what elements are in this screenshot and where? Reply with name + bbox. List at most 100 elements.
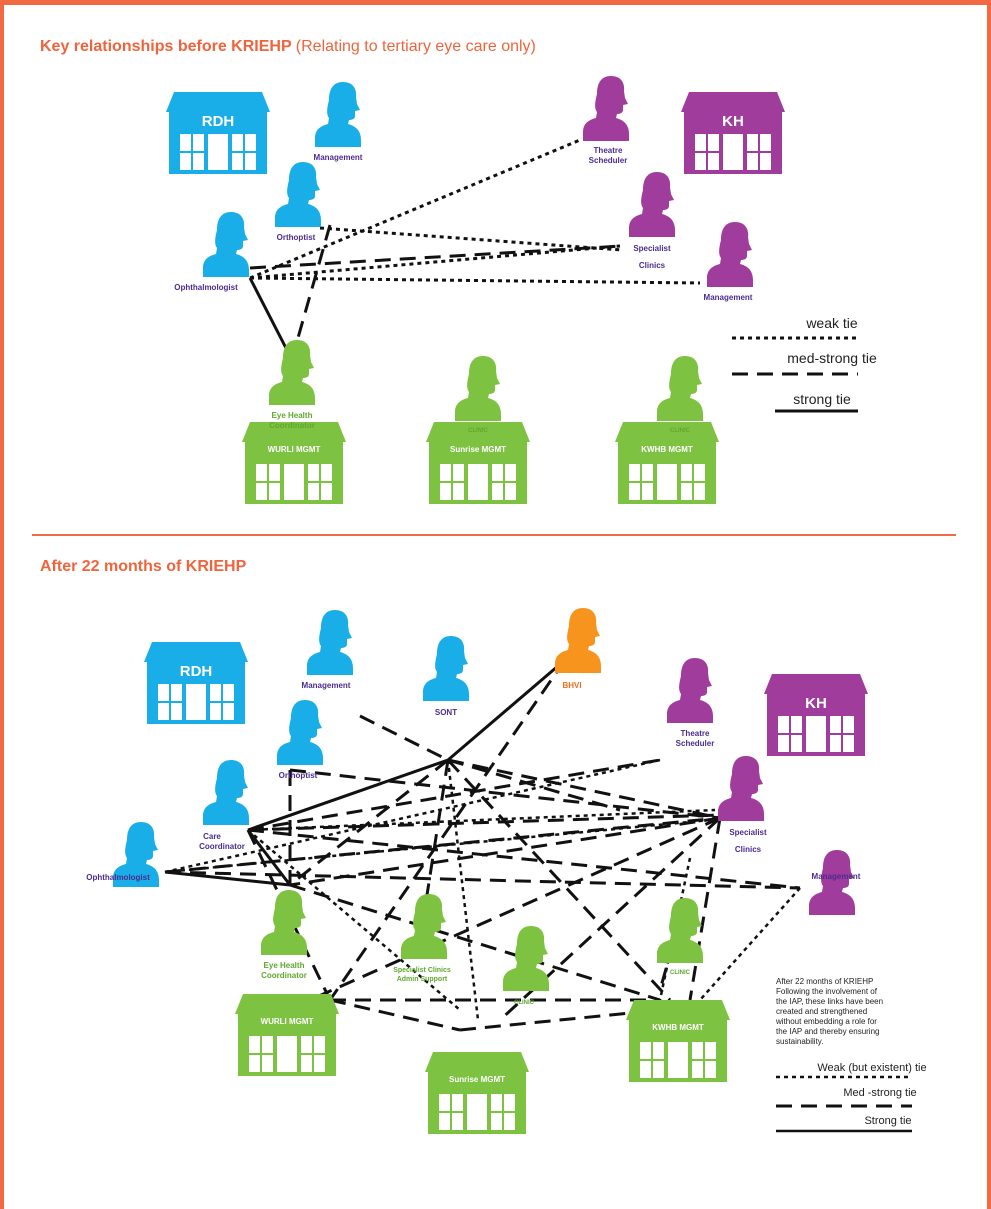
after-legend: Weak (but existent) tie Med -strong tie … — [776, 1062, 927, 1133]
before-strong-ties — [248, 277, 290, 353]
svg-text:without embedding a role for: without embedding a role for — [775, 1017, 877, 1026]
after-ties — [164, 658, 801, 1032]
management-kh-person — [809, 850, 855, 915]
management-kh-label: Management — [812, 872, 861, 881]
orthoptist-person — [277, 700, 323, 765]
clinics-label: Clinics — [735, 845, 762, 854]
clinic-a-person — [503, 926, 549, 991]
after-note: After 22 months of KRIEHP Following the … — [775, 977, 883, 1046]
before-heading: Key relationships before KRIEHP (Relatin… — [40, 38, 536, 55]
svg-text:KH: KH — [722, 113, 744, 130]
before-med-ties — [249, 224, 623, 353]
legend-med-label: Med -strong tie — [843, 1087, 916, 1099]
svg-text:KWHB MGMT: KWHB MGMT — [641, 445, 693, 454]
kh-building: KH — [681, 92, 785, 174]
clinic-b-person — [657, 898, 703, 963]
after-med-ties — [164, 659, 801, 1032]
svg-text:KWHB MGMT: KWHB MGMT — [652, 1023, 704, 1032]
specialist-clinics-person — [718, 756, 764, 821]
svg-text:the IAP, these links have been: the IAP, these links have been — [776, 997, 883, 1006]
ehc-label-2: Coordinator — [261, 971, 307, 980]
management-kh-person — [707, 222, 753, 287]
clinic-kwhb-person — [657, 356, 703, 421]
svg-text:the IAP and thereby ensuring: the IAP and thereby ensuring — [776, 1027, 879, 1036]
theatre-label: Theatre — [594, 146, 623, 155]
after-heading: After 22 months of KRIEHP — [40, 558, 247, 575]
svg-text:WURLI MGMT: WURLI MGMT — [261, 1017, 314, 1026]
ehc-label-2: Coordinator — [269, 421, 315, 430]
specialist-clinics-admin-person — [401, 894, 447, 959]
rdh-building: RDH — [144, 642, 248, 724]
svg-text:RDH: RDH — [202, 113, 235, 130]
before-subtitle: (Relating to tertiary eye care only) — [295, 38, 536, 55]
management-rdh-label: Management — [302, 681, 351, 690]
svg-text:Sunrise MGMT: Sunrise MGMT — [449, 1075, 505, 1084]
management-rdh-person — [307, 610, 353, 675]
management-rdh-person — [315, 82, 361, 147]
scheduler-label: Scheduler — [676, 739, 715, 748]
svg-text:RDH: RDH — [180, 663, 213, 680]
section-divider — [32, 534, 956, 536]
clinic-a-label: CLINIC — [514, 1000, 535, 1006]
theatre-scheduler-person — [583, 76, 629, 141]
wurli-mgmt-building: WURLI MGMT — [242, 422, 346, 504]
svg-text:KH: KH — [805, 695, 827, 712]
coordinator-label: Coordinator — [199, 842, 245, 851]
legend-weak-label: weak tie — [805, 315, 858, 331]
after-strong-ties — [164, 658, 566, 887]
scheduler-label: Scheduler — [589, 156, 628, 165]
eye-health-coordinator-person — [261, 890, 307, 955]
wurli-mgmt-building: WURLI MGMT — [235, 994, 339, 1076]
bhvi-label: BHVI — [562, 681, 581, 690]
kh-building: KH — [764, 674, 868, 756]
svg-text:Following the involvement of: Following the involvement of — [776, 987, 878, 996]
legend-med-label: med-strong tie — [787, 350, 877, 366]
kwhb-mgmt-building: KWHB MGMT — [615, 422, 719, 504]
legend-weak-label: Weak (but existent) tie — [817, 1062, 926, 1074]
management-rdh-label: Management — [314, 153, 363, 162]
sca-label-2: Admin Support — [397, 976, 448, 983]
clinic-sunrise-label: CLINIC — [468, 428, 489, 434]
clinics-label: Clinics — [639, 261, 666, 270]
ophthalmologist-label: Ophthalmologist — [174, 283, 238, 292]
theatre-scheduler-person — [667, 658, 713, 723]
bhvi-person — [555, 608, 601, 673]
sunrise-mgmt-building: Sunrise MGMT — [425, 1052, 529, 1134]
svg-text:Sunrise MGMT: Sunrise MGMT — [450, 445, 506, 454]
before-weak-ties — [249, 138, 701, 285]
specialist-clinics-person — [629, 172, 675, 237]
before-legend: weak tie med-strong tie strong tie — [732, 315, 877, 413]
before-diagram: RDH KH WURLI MGMT Sunrise MGMT KWHB MGMT… — [166, 76, 877, 504]
sca-label-1: Specialist Clinics — [393, 967, 451, 974]
clinic-sunrise-person — [455, 356, 501, 421]
svg-text:WURLI MGMT: WURLI MGMT — [268, 445, 321, 454]
specialist-label: Specialist — [729, 828, 767, 837]
sunrise-mgmt-building: Sunrise MGMT — [426, 422, 530, 504]
ehc-label-1: Eye Health — [272, 411, 313, 420]
sont-label: SONT — [435, 708, 457, 717]
clinic-b-label: CLINIC — [670, 970, 691, 976]
rdh-building: RDH — [166, 92, 270, 174]
ehc-label-1: Eye Health — [264, 961, 305, 970]
legend-strong-label: Strong tie — [864, 1115, 911, 1127]
care-coordinator-person — [203, 760, 249, 825]
ophthalmologist-person — [203, 212, 249, 277]
eye-health-coordinator-person — [269, 340, 315, 405]
svg-text:sustainability.: sustainability. — [776, 1037, 823, 1046]
after-diagram: RDH KH WURLI MGMT Sunrise MGMT KWHB MGMT… — [86, 608, 927, 1134]
clinic-kwhb-label: CLINIC — [670, 428, 691, 434]
orthoptist-label: Orthoptist — [279, 771, 318, 780]
theatre-label: Theatre — [681, 729, 710, 738]
ophthalmologist-label: Ophthalmologist — [86, 873, 150, 882]
management-kh-label: Management — [704, 293, 753, 302]
svg-text:After 22 months of KRIEHP: After 22 months of KRIEHP — [776, 977, 873, 986]
svg-text:created and strengthened: created and strengthened — [776, 1007, 867, 1016]
care-label: Care — [203, 832, 221, 841]
sont-person — [423, 636, 469, 701]
legend-strong-label: strong tie — [793, 391, 851, 407]
specialist-label: Specialist — [633, 244, 671, 253]
orthoptist-person — [275, 162, 321, 227]
before-ties — [248, 138, 701, 353]
